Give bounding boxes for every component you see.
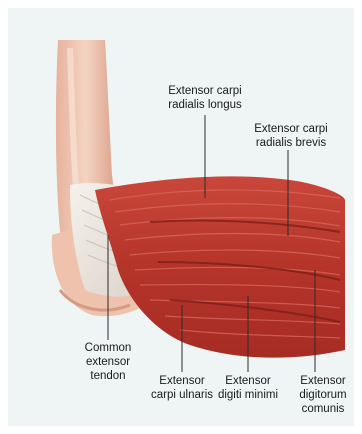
edc-line-2: digitorum	[288, 388, 358, 402]
label-extensor-digitorum-comunis: Extensor digitorum comunis	[288, 374, 358, 416]
ecrb-line-1: Extensor carpi	[236, 122, 346, 136]
label-extensor-digiti-minimi: Extensor digiti minimi	[203, 374, 293, 402]
edm-line-2: digiti minimi	[203, 388, 293, 402]
edc-line-3: comunis	[288, 402, 358, 416]
common-line-1: Common	[68, 341, 148, 355]
ecrl-line-1: Extensor carpi	[150, 84, 260, 98]
ecrl-line-2: radialis longus	[150, 98, 260, 112]
common-line-2: extensor	[68, 355, 148, 369]
label-extensor-carpi-radialis-longus: Extensor carpi radialis longus	[150, 84, 260, 112]
edc-line-1: Extensor	[288, 374, 358, 388]
label-extensor-carpi-radialis-brevis: Extensor carpi radialis brevis	[236, 122, 346, 150]
edm-line-1: Extensor	[203, 374, 293, 388]
ecrb-line-2: radialis brevis	[236, 136, 346, 150]
